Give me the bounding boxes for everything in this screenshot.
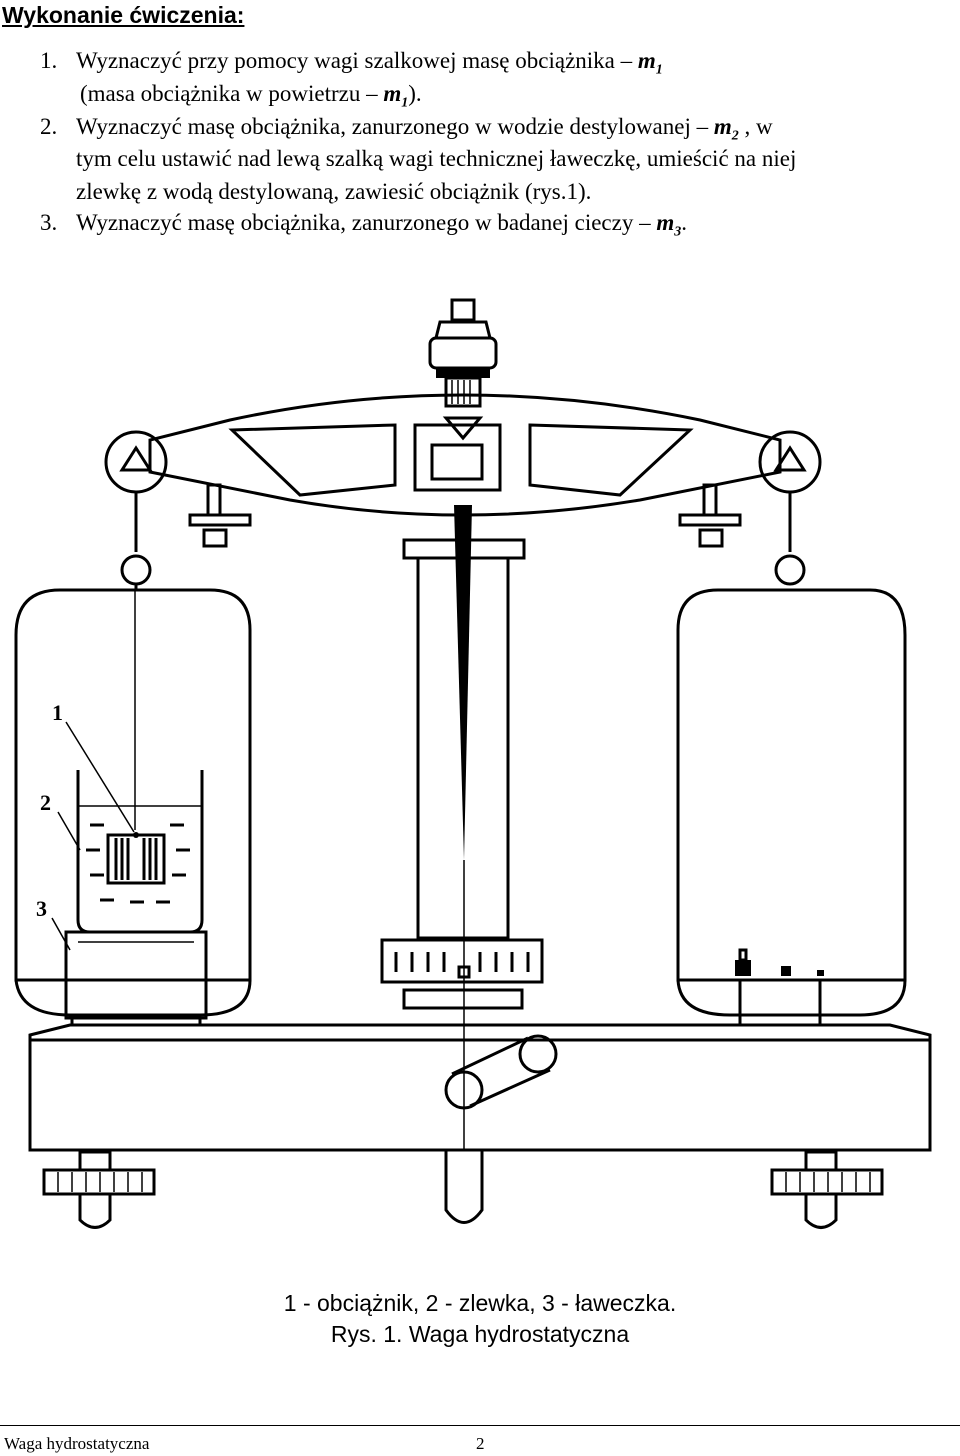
beam-screws — [188, 483, 742, 548]
step-2-line-2: tym celu ustawić nad lewą szalką wagi te… — [76, 143, 796, 174]
step-text: Wyznaczyć masę obciążnika, zanurzonego w… — [76, 114, 709, 139]
column-and-pointer — [402, 505, 526, 1150]
right-pan — [676, 588, 907, 1025]
step-2: 2. Wyznaczyć masę obciążnika, zanurzonego… — [40, 111, 773, 152]
variable: m — [656, 210, 675, 235]
label-2: 2 — [40, 790, 51, 815]
step-2-line-3: zlewkę z wodą destylowaną, zawiesić obci… — [76, 176, 591, 207]
variable: m — [713, 114, 732, 139]
hydrostatic-balance-diagram: 1 2 3 — [14, 298, 932, 1229]
subscript: 1 — [655, 62, 663, 78]
step-text-end: ). — [408, 81, 422, 106]
subscript: 1 — [401, 95, 409, 111]
step-text: Wyznaczyć masę obciążnika, zanurzonego w… — [76, 210, 651, 235]
step-number: 1. — [40, 48, 58, 73]
step-number: 3. — [40, 210, 58, 235]
step-3: 3. Wyznaczyć masę obciążnika, zanurzonego… — [40, 207, 687, 248]
variable: m — [383, 81, 402, 106]
scale-plate — [380, 938, 544, 1010]
base — [28, 1023, 932, 1224]
step-text: Wyznaczyć przy pomocy wagi szalkowej mas… — [76, 48, 633, 73]
step-text-end: , w — [744, 114, 773, 139]
right-pivot — [758, 430, 822, 586]
step-text: tym celu ustawić nad lewą szalką wagi te… — [76, 146, 797, 171]
subscript: 2 — [731, 128, 739, 144]
step-number: 2. — [40, 114, 58, 139]
step-text: zlewkę z wodą destylowaną, zawiesić obci… — [76, 179, 592, 204]
left-pan — [14, 584, 252, 1017]
variable: m — [637, 48, 656, 73]
step-1-line-2: (masa obciążnika w powietrzu – m1). — [80, 78, 422, 119]
step-1: 1. Wyznaczyć przy pomocy wagi szalkowej m… — [40, 45, 663, 86]
label-1: 1 — [52, 700, 63, 725]
top-knob — [428, 298, 498, 408]
levelling-feet — [42, 1150, 884, 1229]
figure-title: Rys. 1. Waga hydrostatyczna — [330, 1321, 630, 1347]
left-pivot — [104, 430, 168, 586]
page-number: 2 — [476, 1434, 485, 1453]
page-footer: Waga hydrostatyczna 2 — [0, 1425, 960, 1456]
figure-legend: 1 - obciążnik, 2 - zlewka, 3 - ławeczka. — [283, 1290, 677, 1316]
label-3: 3 — [36, 896, 47, 921]
balance-beam — [148, 393, 782, 517]
section-heading: Wykonanie ćwiczenia: — [2, 2, 245, 28]
bench — [64, 930, 208, 1025]
figure-labels: 1 2 3 — [36, 700, 135, 951]
step-text-end: . — [681, 210, 687, 235]
beaker — [76, 770, 204, 934]
footer-title: Waga hydrostatyczna — [4, 1434, 150, 1453]
step-text: (masa obciążnika w powietrzu – — [80, 81, 378, 106]
subscript: 3 — [674, 224, 682, 240]
